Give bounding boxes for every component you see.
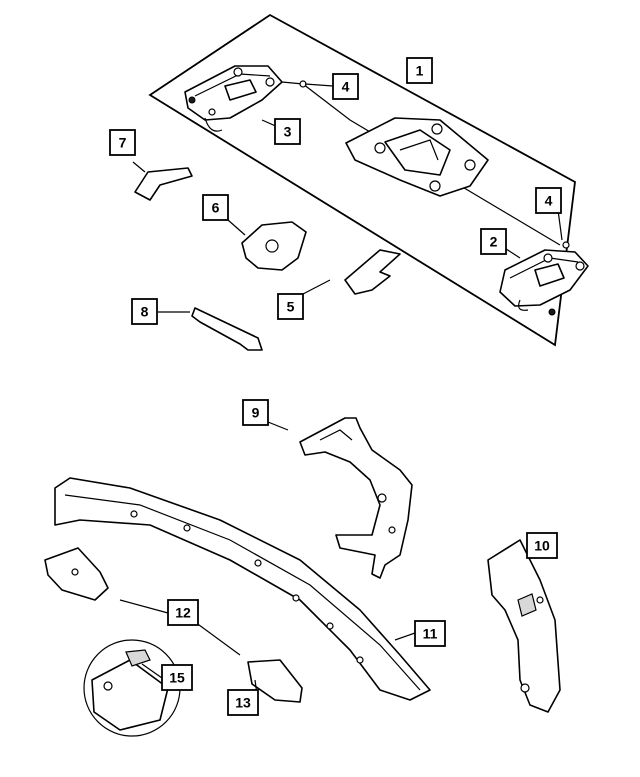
- clip-strip: [191, 307, 263, 351]
- callout-3: 3: [274, 118, 301, 145]
- svg-text:4: 4: [342, 79, 350, 95]
- callout-12: 12: [167, 599, 199, 626]
- callout-10: 10: [526, 532, 558, 559]
- svg-text:7: 7: [119, 135, 127, 151]
- support-bracket: [299, 417, 413, 579]
- svg-text:9: 9: [252, 405, 260, 421]
- callout-13: 13: [227, 689, 259, 716]
- callout-1: 1: [406, 57, 433, 84]
- svg-text:6: 6: [212, 200, 220, 216]
- svg-text:1: 1: [416, 63, 424, 79]
- side-bracket: [487, 539, 561, 713]
- seat-track-assembly: [184, 65, 589, 316]
- callout-5: 5: [277, 293, 304, 320]
- detail-inset: [83, 639, 181, 737]
- nut-plate: [44, 547, 303, 703]
- svg-text:3: 3: [284, 124, 292, 140]
- callouts: 1 2 3 4 4 5 6 7: [109, 57, 562, 716]
- shim-plate: [134, 167, 193, 201]
- callout-4-right: 4: [535, 187, 562, 214]
- spacer-plate: [344, 249, 401, 295]
- callout-11: 11: [414, 620, 446, 647]
- assembly-frame: [148, 13, 576, 347]
- callout-9: 9: [242, 399, 269, 426]
- callout-4-top: 4: [332, 73, 359, 100]
- svg-text:5: 5: [287, 299, 295, 315]
- svg-text:12: 12: [175, 605, 191, 621]
- svg-text:13: 13: [235, 695, 251, 711]
- svg-text:2: 2: [490, 234, 498, 250]
- callout-7: 7: [109, 129, 136, 156]
- svg-text:4: 4: [545, 193, 553, 209]
- svg-text:11: 11: [423, 626, 438, 642]
- callout-6: 6: [202, 194, 229, 221]
- svg-text:15: 15: [169, 670, 185, 686]
- callout-15: 15: [161, 664, 193, 691]
- callout-8: 8: [131, 298, 158, 325]
- crossmember: [54, 477, 431, 701]
- svg-text:10: 10: [534, 538, 550, 554]
- mounting-bracket: [241, 221, 307, 271]
- svg-text:8: 8: [141, 304, 149, 320]
- callout-2: 2: [480, 228, 507, 255]
